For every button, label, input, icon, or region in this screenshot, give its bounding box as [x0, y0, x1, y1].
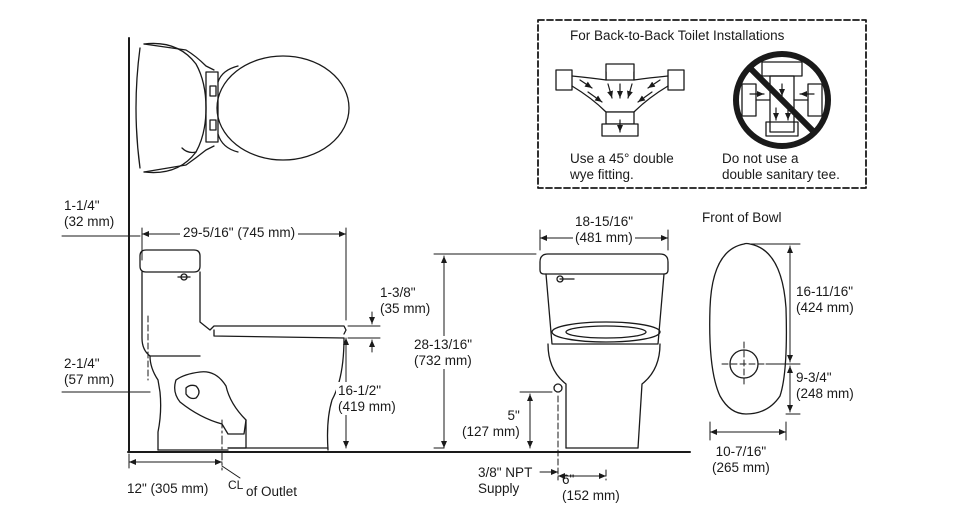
dim-bowl-hole: 9-3/4" (248 mm) [796, 370, 854, 401]
dim-front-height: 28-13/16" (732 mm) [412, 336, 475, 369]
dim-bowl-width-mm: (265 mm) [712, 459, 770, 475]
centerline-text: of Outlet [246, 484, 298, 499]
dim-inlet-in: 2-1/4" [64, 356, 100, 371]
double-wye-caption: Use a 45° double wye fitting. [570, 151, 674, 182]
bowl-dimensions [709, 243, 801, 441]
dim-top-offset: 1-1/4" (32 mm) [64, 198, 114, 229]
side-view-dimensions [61, 227, 381, 469]
dim-bowl-length-mm: (424 mm) [796, 299, 854, 315]
double-wye-flow-arrows [579, 79, 661, 133]
dim-supply-offset-in: 6" [562, 472, 575, 487]
dim-rough-in: 12" (305 mm) [127, 481, 209, 496]
double-wye-caption-line2: wye fitting. [570, 166, 634, 182]
dim-seat-gap-in: 1-3/8" [380, 285, 416, 300]
dim-supply-height-mm: (127 mm) [462, 423, 520, 439]
double-wye-caption-line1: Use a 45° double [570, 151, 674, 166]
dim-seat-gap: 1-3/8" (35 mm) [380, 285, 430, 316]
outlet-centerline [221, 419, 241, 479]
dim-front-width-in: 18-15/16" [575, 214, 634, 229]
dim-bowl-hole-mm: (248 mm) [796, 385, 854, 401]
dim-front-height-mm: (732 mm) [414, 352, 472, 368]
dim-rim-height-mm: (419 mm) [338, 398, 396, 414]
centerline-label: of Outlet [246, 484, 297, 500]
bowl-outline [709, 242, 788, 415]
top-view-seat [135, 42, 350, 174]
dim-seat-gap-mm: (35 mm) [380, 300, 431, 316]
backtoback-box [537, 19, 867, 189]
backtoback-title: For Back-to-Back Toilet Installations [570, 28, 785, 43]
dim-front-height-in: 28-13/16" [414, 337, 473, 352]
dim-inlet-mm: (57 mm) [64, 371, 115, 387]
dim-front-width: 18-15/16" (481 mm) [573, 214, 636, 245]
supply-label-line2: Supply [478, 480, 520, 496]
sanitary-tee-caption: Do not use a double sanitary tee. [722, 151, 840, 182]
dim-bowl-width: 10-7/16" (265 mm) [712, 444, 770, 475]
dim-top-offset-in: 1-1/4" [64, 198, 100, 213]
dim-supply-height: 5" (127 mm) [462, 408, 520, 439]
double-wye-fitting [555, 63, 685, 137]
supply-label-line1: 3/8" NPT [478, 465, 533, 480]
dim-bowl-width-in: 10-7/16" [715, 444, 767, 459]
sanitary-tee-caption-line2: double sanitary tee. [722, 166, 840, 182]
dim-bowl-length-in: 16-11/16" [796, 284, 854, 299]
prohibited-icon [733, 51, 831, 149]
dim-supply-offset-mm: (152 mm) [562, 487, 620, 503]
dim-rim-height: 16-1/2" (419 mm) [336, 382, 398, 415]
dim-inlet: 2-1/4" (57 mm) [64, 356, 114, 387]
dim-length: 29-5/16" (745 mm) [180, 225, 299, 241]
bowl-title: Front of Bowl [702, 210, 782, 225]
centerline-symbol: CL [228, 478, 244, 492]
dim-rim-height-in: 16-1/2" [338, 383, 382, 398]
front-view-toilet [539, 253, 669, 449]
dim-top-offset-mm: (32 mm) [64, 213, 115, 229]
sanitary-tee-caption-line1: Do not use a [722, 151, 799, 166]
dim-bowl-hole-in: 9-3/4" [796, 370, 832, 385]
dim-supply-height-in: 5" [507, 408, 520, 423]
dim-supply-offset: 6" (152 mm) [562, 472, 620, 503]
supply-label: 3/8" NPT Supply [478, 465, 532, 496]
sanitary-tee-fitting [741, 61, 823, 137]
dim-bowl-length: 16-11/16" (424 mm) [796, 284, 854, 315]
side-view-toilet [139, 249, 347, 451]
dim-front-width-mm: (481 mm) [575, 229, 633, 245]
